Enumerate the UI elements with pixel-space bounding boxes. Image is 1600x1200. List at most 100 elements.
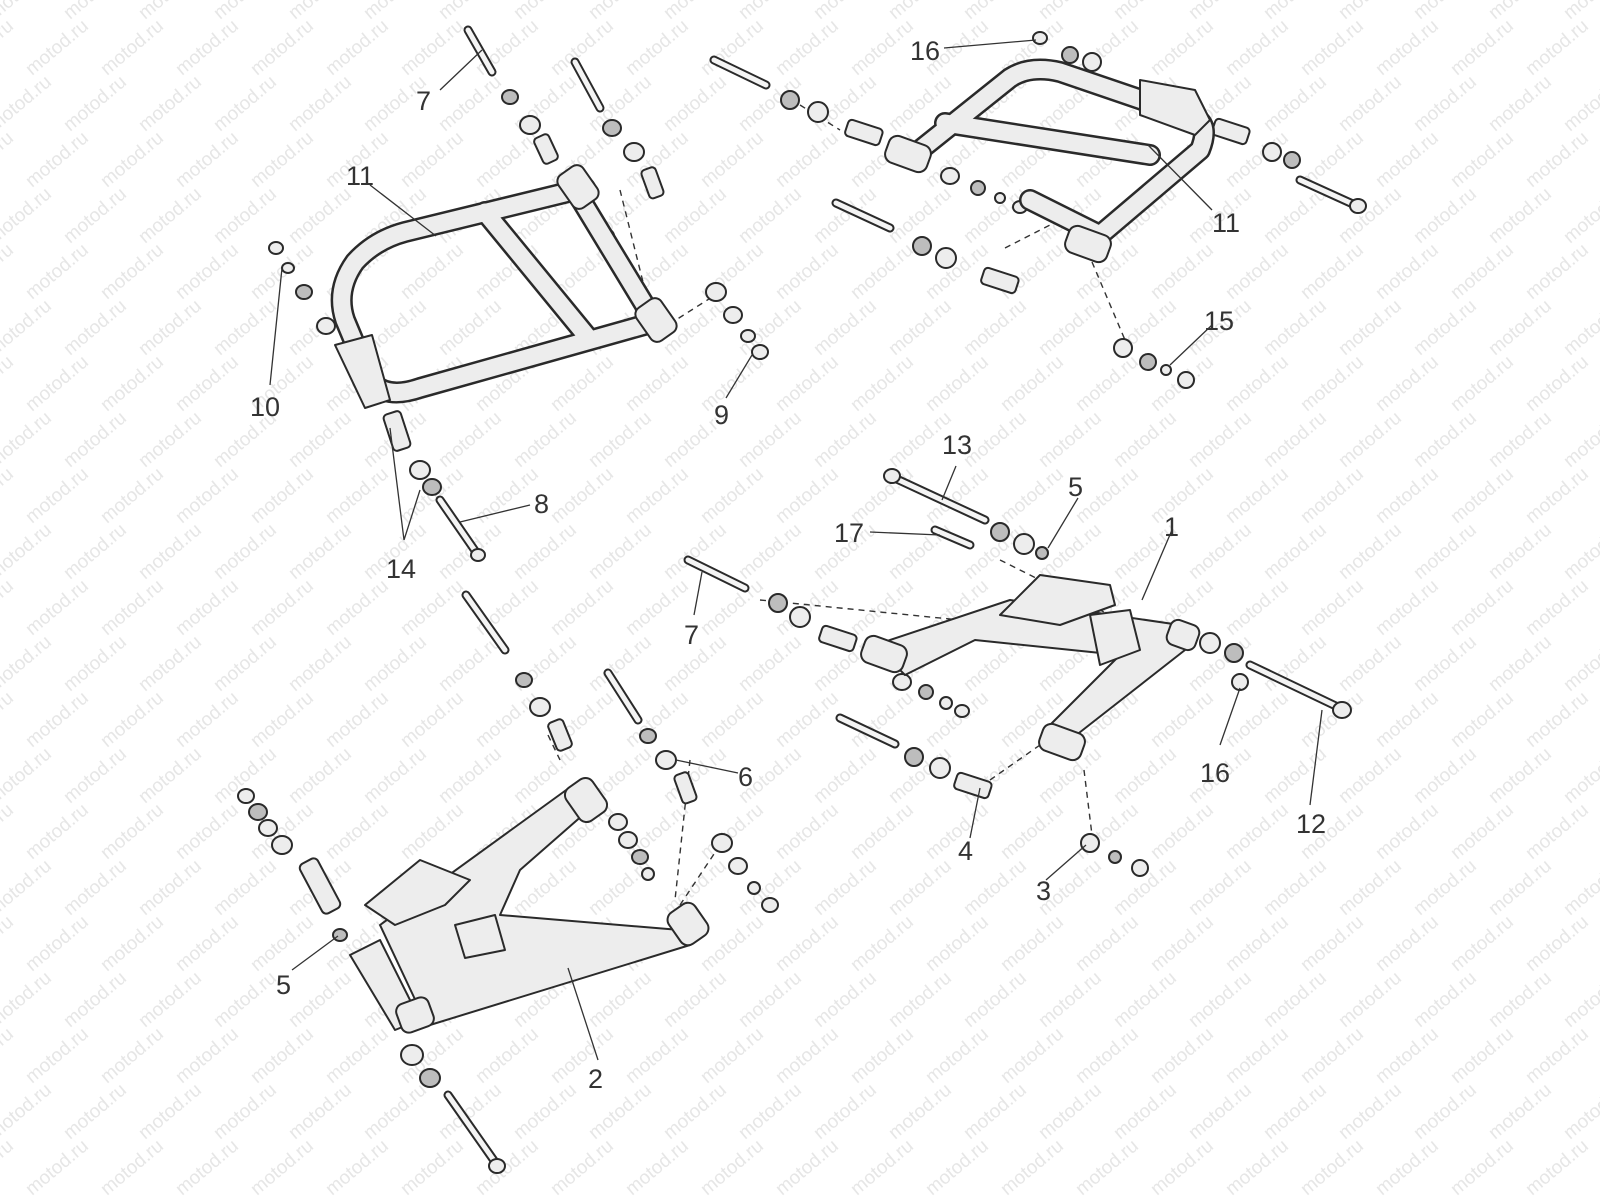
- watermark-text: motod.ru: [960, 1080, 1031, 1144]
- watermark-text: motod.ru: [847, 1024, 918, 1088]
- watermark-text: motod.ru: [1222, 16, 1293, 80]
- watermark-text: motod.ru: [1447, 16, 1518, 80]
- watermark-text: motod.ru: [0, 800, 18, 864]
- watermark-text: motod.ru: [660, 0, 731, 24]
- watermark-text: motod.ru: [847, 800, 918, 864]
- watermark-text: motod.ru: [172, 16, 243, 80]
- watermark-text: motod.ru: [135, 296, 206, 360]
- watermark-text: motod.ru: [885, 968, 956, 1032]
- watermark-text: motod.ru: [1222, 576, 1293, 640]
- watermark-text: motod.ru: [247, 688, 318, 752]
- watermark-text: motod.ru: [1185, 1080, 1256, 1144]
- watermark-text: motod.ru: [172, 800, 243, 864]
- watermark-text: motod.ru: [60, 1080, 131, 1144]
- watermark-text: motod.ru: [360, 632, 431, 696]
- watermark-text: motod.ru: [547, 576, 618, 640]
- watermark-text: motod.ru: [0, 520, 56, 584]
- watermark-text: motod.ru: [810, 856, 881, 920]
- watermark-text: motod.ru: [1260, 0, 1331, 24]
- watermark-text: motod.ru: [1072, 1136, 1143, 1200]
- watermark-text: motod.ru: [1447, 1024, 1518, 1088]
- watermark-text: motod.ru: [0, 72, 56, 136]
- watermark-text: motod.ru: [1335, 520, 1406, 584]
- watermark-text: motod.ru: [210, 856, 281, 920]
- watermark-text: motod.ru: [1072, 800, 1143, 864]
- watermark-text: motod.ru: [247, 1024, 318, 1088]
- watermark-text: motod.ru: [1372, 912, 1443, 976]
- watermark-text: motod.ru: [60, 184, 131, 248]
- callout-ll-6: 6: [738, 762, 753, 792]
- watermark-text: motod.ru: [135, 1080, 206, 1144]
- watermark-text: motod.ru: [210, 968, 281, 1032]
- watermark-text: motod.ru: [1485, 520, 1556, 584]
- watermark-text: motod.ru: [810, 968, 881, 1032]
- watermark-text: motod.ru: [1260, 1080, 1331, 1144]
- watermark-text: motod.ru: [1035, 968, 1106, 1032]
- callout-lr-4: 4: [958, 836, 973, 866]
- watermark-text: motod.ru: [1222, 352, 1293, 416]
- callout-ur-11: 11: [1212, 208, 1240, 238]
- watermark-text: motod.ru: [622, 1136, 693, 1200]
- watermark-text: motod.ru: [1147, 800, 1218, 864]
- watermark-text: motod.ru: [1560, 632, 1600, 696]
- watermark-text: motod.ru: [1335, 968, 1406, 1032]
- watermark-text: motod.ru: [0, 240, 18, 304]
- watermark-text: motod.ru: [22, 464, 93, 528]
- watermark-text: motod.ru: [1335, 856, 1406, 920]
- watermark-text: motod.ru: [97, 240, 168, 304]
- watermark-text: motod.ru: [285, 632, 356, 696]
- watermark-text: motod.ru: [1522, 800, 1593, 864]
- watermark-text: motod.ru: [1560, 72, 1600, 136]
- watermark-text: motod.ru: [472, 576, 543, 640]
- watermark-text: motod.ru: [1260, 744, 1331, 808]
- watermark-text: motod.ru: [585, 0, 656, 24]
- watermark-text: motod.ru: [1110, 0, 1181, 24]
- watermark-text: motod.ru: [847, 912, 918, 976]
- watermark-text: motod.ru: [435, 72, 506, 136]
- watermark-text: motod.ru: [0, 576, 18, 640]
- watermark-text: motod.ru: [772, 800, 843, 864]
- watermark-text: motod.ru: [60, 72, 131, 136]
- watermark-text: motod.ru: [585, 520, 656, 584]
- watermark-text: motod.ru: [135, 632, 206, 696]
- watermark-text: motod.ru: [660, 184, 731, 248]
- watermark-text: motod.ru: [285, 744, 356, 808]
- callout-lr-17: 17: [834, 518, 864, 548]
- watermark-text: motod.ru: [1185, 856, 1256, 920]
- watermark-text: motod.ru: [735, 296, 806, 360]
- callout-lr-12: 12: [1296, 809, 1326, 839]
- watermark-text: motod.ru: [1485, 408, 1556, 472]
- watermark-text: motod.ru: [0, 408, 56, 472]
- watermark-text: motod.ru: [1560, 856, 1600, 920]
- watermark-text: motod.ru: [60, 632, 131, 696]
- watermark-text: motod.ru: [135, 0, 206, 24]
- watermark-text: motod.ru: [810, 744, 881, 808]
- watermark-text: motod.ru: [697, 912, 768, 976]
- watermark-text: motod.ru: [960, 968, 1031, 1032]
- watermark-text: motod.ru: [1035, 0, 1106, 24]
- watermark-text: motod.ru: [847, 16, 918, 80]
- watermark-text: motod.ru: [772, 128, 843, 192]
- watermark-text: motod.ru: [547, 1024, 618, 1088]
- watermark-text: motod.ru: [322, 1136, 393, 1200]
- callout-ur-15: 15: [1204, 306, 1234, 336]
- watermark-text: motod.ru: [210, 184, 281, 248]
- watermark-text: motod.ru: [1260, 520, 1331, 584]
- watermark-text: motod.ru: [922, 352, 993, 416]
- watermark-text: motod.ru: [135, 744, 206, 808]
- callout-ur-16: 16: [910, 36, 940, 66]
- watermark-text: motod.ru: [97, 352, 168, 416]
- watermark-text: motod.ru: [1297, 912, 1368, 976]
- watermark-text: motod.ru: [1410, 72, 1481, 136]
- watermark-text: motod.ru: [0, 1080, 56, 1144]
- callout-ll-2: 2: [588, 1064, 603, 1094]
- watermark-text: motod.ru: [810, 296, 881, 360]
- watermark-text: motod.ru: [1147, 1136, 1218, 1200]
- watermark-text: motod.ru: [22, 16, 93, 80]
- watermark-text: motod.ru: [60, 744, 131, 808]
- watermark-text: motod.ru: [0, 296, 56, 360]
- watermark-text: motod.ru: [1522, 1024, 1593, 1088]
